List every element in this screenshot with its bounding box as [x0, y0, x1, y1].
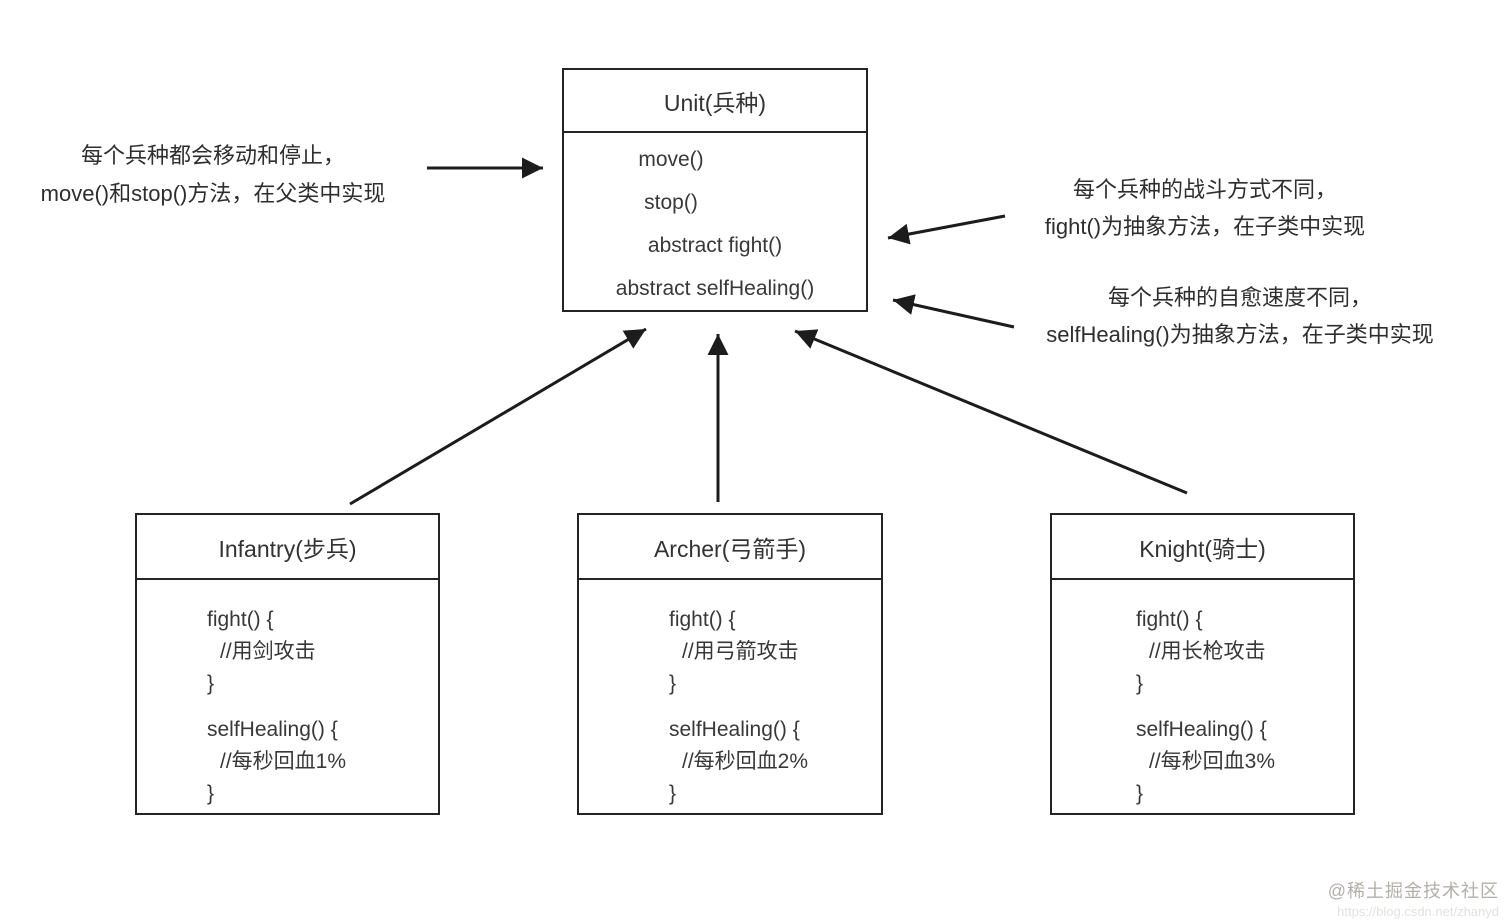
class-body-knight: fight() { //用长枪攻击 } selfHealing() { //每秒…	[1052, 580, 1353, 810]
code-comment-line: //每秒回血3%	[1149, 750, 1276, 773]
annotation-line: 每个兵种的战斗方式不同，	[1072, 177, 1337, 202]
code-line: }	[669, 782, 677, 805]
code-comment-line: //每秒回血1%	[220, 750, 347, 773]
annotation-line: move()和stop()方法，在父类中实现	[40, 181, 386, 206]
code-comment-line: //用弓箭攻击	[682, 640, 799, 663]
code-line: }	[669, 672, 677, 695]
annotation-fight: 每个兵种的战斗方式不同， fight()为抽象方法，在子类中实现	[985, 171, 1425, 245]
code-line: }	[1136, 672, 1144, 695]
code-block-gap	[1136, 700, 1353, 714]
class-body-unit: move() stop() abstract fight() abstract …	[564, 133, 866, 310]
code-line: fight() {	[207, 608, 274, 631]
annotation-line: 每个兵种都会移动和停止，	[80, 143, 345, 168]
annotation-line: fight()为抽象方法，在子类中实现	[1044, 214, 1366, 239]
watermark: @稀土掘金技术社区 https://blog.csdn.net/zhanyd	[1328, 877, 1499, 919]
code-comment-line: //用剑攻击	[220, 640, 316, 663]
code-line: }	[1136, 782, 1144, 805]
class-title-knight: Knight(骑士)	[1052, 515, 1353, 580]
code-line: fight() {	[1136, 608, 1203, 631]
class-title-unit: Unit(兵种)	[564, 70, 866, 133]
class-box-infantry: Infantry(步兵) fight() { //用剑攻击 } selfHeal…	[135, 513, 440, 815]
class-title-archer: Archer(弓箭手)	[579, 515, 881, 580]
method-line: abstract selfHealing()	[615, 277, 815, 300]
annotation-line: selfHealing()为抽象方法，在子类中实现	[1046, 322, 1434, 347]
watermark-url-label: https://blog.csdn.net/zhanyd	[1337, 904, 1499, 919]
code-line: }	[207, 782, 215, 805]
class-body-archer: fight() { //用弓箭攻击 } selfHealing() { //每秒…	[579, 580, 881, 810]
annotation-line: 每个兵种的自愈速度不同，	[1107, 285, 1372, 310]
class-title-infantry: Infantry(步兵)	[137, 515, 438, 580]
method-line: stop()	[644, 191, 698, 214]
code-line: selfHealing() {	[207, 718, 338, 741]
annotation-move-stop: 每个兵种都会移动和停止， move()和stop()方法，在父类中实现	[8, 137, 418, 213]
code-line: fight() {	[669, 608, 736, 631]
code-comment-line: //每秒回血2%	[682, 750, 809, 773]
class-box-archer: Archer(弓箭手) fight() { //用弓箭攻击 } selfHeal…	[577, 513, 883, 815]
class-box-knight: Knight(骑士) fight() { //用长枪攻击 } selfHeali…	[1050, 513, 1355, 815]
code-comment-line: //用长枪攻击	[1149, 640, 1266, 663]
code-line: }	[207, 672, 215, 695]
code-line: selfHealing() {	[669, 718, 800, 741]
method-line: abstract fight()	[647, 234, 783, 257]
code-block-gap	[207, 700, 438, 714]
method-line: move()	[638, 148, 704, 171]
code-line: selfHealing() {	[1136, 718, 1267, 741]
inheritance-arrow-knight-to-unit	[794, 329, 1188, 495]
annotation-arrow-self-healing	[892, 294, 1015, 329]
class-body-infantry: fight() { //用剑攻击 } selfHealing() { //每秒回…	[137, 580, 438, 810]
annotation-self-healing: 每个兵种的自愈速度不同， selfHealing()为抽象方法，在子类中实现	[1005, 279, 1475, 353]
class-box-unit: Unit(兵种) move() stop() abstract fight() …	[562, 68, 868, 312]
inheritance-arrow-infantry-to-unit	[349, 327, 647, 506]
code-block-gap	[669, 700, 881, 714]
watermark-community-label: @稀土掘金技术社区	[1327, 881, 1499, 901]
